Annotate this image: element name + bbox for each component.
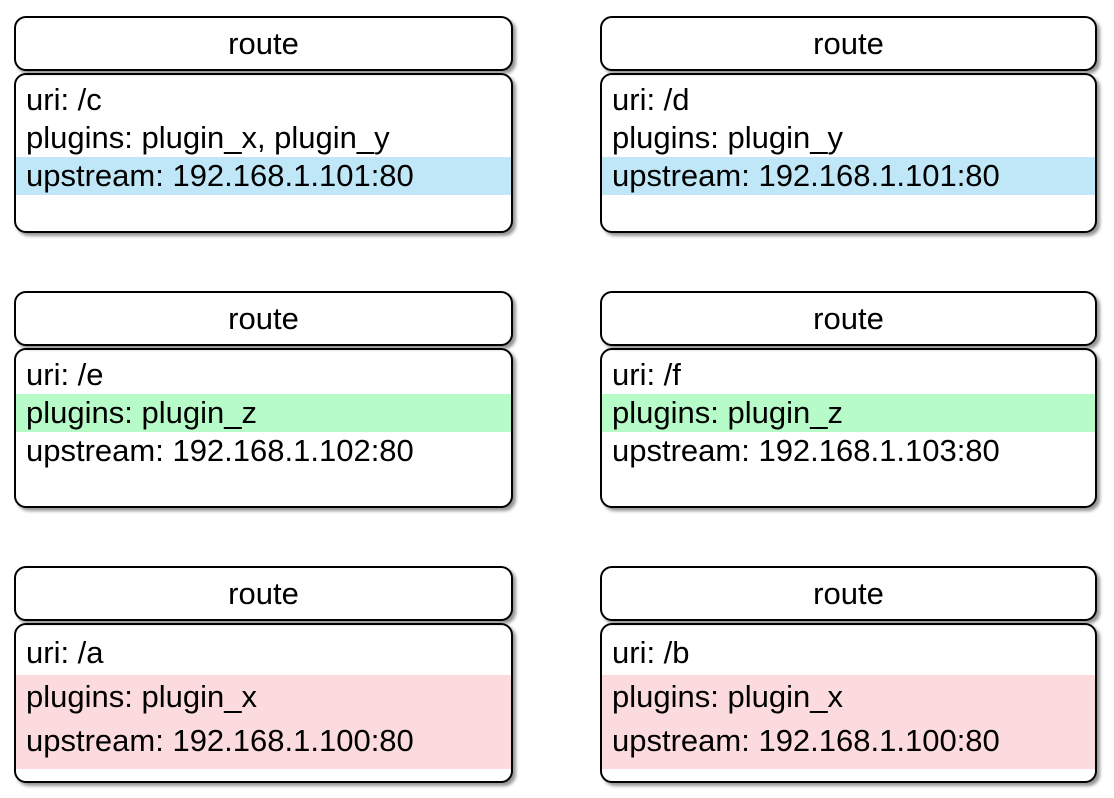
route-card-body: uri: /a plugins: plugin_x upstream: 192.… (14, 623, 513, 783)
field-highlight-group: plugins: plugin_x upstream: 192.168.1.10… (602, 675, 1095, 769)
route-card-body: uri: /c plugins: plugin_x, plugin_y upst… (14, 73, 513, 233)
route-card-body: uri: /f plugins: plugin_z upstream: 192.… (600, 348, 1097, 508)
route-card-body: uri: /e plugins: plugin_z upstream: 192.… (14, 348, 513, 508)
route-card-title: route (228, 26, 299, 61)
route-card-header: route (14, 291, 513, 346)
route-card-title: route (813, 26, 884, 61)
route-card-header: route (600, 566, 1097, 621)
field-uri: uri: /d (612, 82, 690, 117)
field-uri: uri: /c (26, 82, 102, 117)
field-uri: uri: /f (612, 357, 681, 392)
route-card[interactable]: route uri: /e plugins: plugin_z upstream… (14, 291, 513, 508)
field-plugins: plugins: plugin_z (16, 394, 511, 432)
field-plugins: plugins: plugin_x (26, 679, 257, 714)
route-card-header: route (14, 566, 513, 621)
route-card-title: route (228, 576, 299, 611)
field-uri: uri: /e (26, 357, 104, 392)
field-plugins: plugins: plugin_y (612, 120, 843, 155)
route-card-title: route (813, 301, 884, 336)
route-card-header: route (14, 16, 513, 71)
field-highlight-group: plugins: plugin_x upstream: 192.168.1.10… (16, 675, 511, 769)
field-upstream: upstream: 192.168.1.103:80 (612, 433, 1000, 468)
field-upstream: upstream: 192.168.1.100:80 (26, 723, 414, 758)
route-card[interactable]: route uri: /d plugins: plugin_y upstream… (600, 16, 1097, 233)
field-upstream: upstream: 192.168.1.100:80 (612, 723, 1000, 758)
route-card-title: route (228, 301, 299, 336)
route-card-body: uri: /d plugins: plugin_y upstream: 192.… (600, 73, 1097, 233)
field-plugins: plugins: plugin_x (612, 679, 843, 714)
route-card-header: route (600, 16, 1097, 71)
route-card[interactable]: route uri: /b plugins: plugin_x upstream… (600, 566, 1097, 783)
field-upstream: upstream: 192.168.1.101:80 (602, 157, 1095, 195)
field-plugins: plugins: plugin_z (602, 394, 1095, 432)
route-card-title: route (813, 576, 884, 611)
route-card[interactable]: route uri: /f plugins: plugin_z upstream… (600, 291, 1097, 508)
route-card[interactable]: route uri: /c plugins: plugin_x, plugin_… (14, 16, 513, 233)
field-uri: uri: /b (612, 635, 690, 670)
route-card[interactable]: route uri: /a plugins: plugin_x upstream… (14, 566, 513, 783)
field-upstream: upstream: 192.168.1.102:80 (26, 433, 414, 468)
field-plugins: plugins: plugin_x, plugin_y (26, 120, 390, 155)
field-upstream: upstream: 192.168.1.101:80 (16, 157, 511, 195)
route-card-body: uri: /b plugins: plugin_x upstream: 192.… (600, 623, 1097, 783)
route-card-header: route (600, 291, 1097, 346)
field-uri: uri: /a (26, 635, 104, 670)
